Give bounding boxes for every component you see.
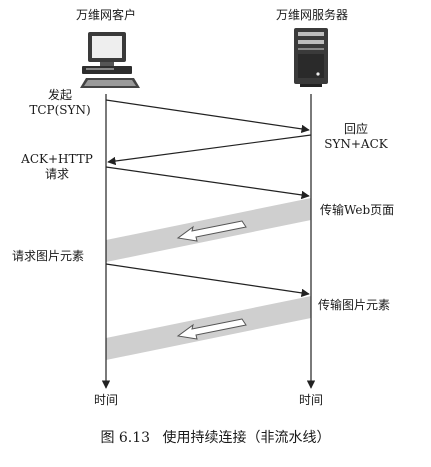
images-transfer-label: 传输图片元素 bbox=[318, 298, 391, 312]
request-images-arrow bbox=[105, 263, 310, 298]
desktop-computer-icon bbox=[80, 32, 140, 88]
send-syn-label-line2: TCP(SYN) bbox=[29, 103, 91, 117]
ack-http-label-line1: ACK+HTTP bbox=[21, 152, 93, 166]
server-time-label: 时间 bbox=[298, 393, 323, 407]
web-page-transfer-label: 传输Web页面 bbox=[320, 203, 395, 217]
syn-ack-arrow bbox=[107, 134, 312, 166]
client-time-label: 时间 bbox=[93, 393, 118, 407]
figure-title: 使用持续连接（非流水线） bbox=[162, 430, 331, 446]
figure-caption: 图 6.13 使用持续连接（非流水线） bbox=[0, 427, 431, 447]
ack-http-label-line2: 请求 bbox=[44, 167, 69, 181]
server-title: 万维网服务器 bbox=[275, 8, 348, 22]
web-page-direction-arrow bbox=[176, 220, 247, 242]
send-syn-label-line1: 发起 bbox=[47, 88, 72, 102]
server-tower-icon bbox=[294, 28, 328, 87]
reply-label-line2: SYN+ACK bbox=[324, 137, 388, 151]
figure-number: 图 6.13 bbox=[100, 430, 151, 446]
ack-http-arrow bbox=[105, 166, 310, 200]
reply-label-line1: 回应 bbox=[343, 122, 368, 136]
request-images-label: 请求图片元素 bbox=[12, 249, 85, 263]
images-direction-arrow bbox=[176, 318, 247, 340]
client-title: 万维网客户 bbox=[75, 8, 136, 22]
syn-arrow bbox=[105, 99, 310, 134]
